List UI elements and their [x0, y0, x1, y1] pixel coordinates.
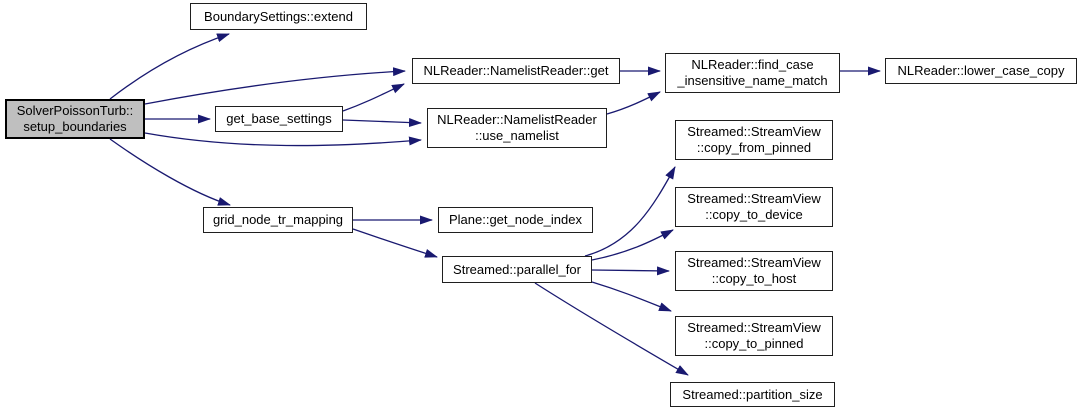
node-nlreader-namelistreader-use-namelist[interactable]: NLReader::NamelistReader ::use_namelist: [427, 108, 607, 148]
node-label: Streamed::StreamView: [687, 255, 821, 270]
node-label: setup_boundaries: [23, 119, 127, 134]
node-nlreader-namelistreader-get[interactable]: NLReader::NamelistReader::get: [412, 58, 620, 84]
edge-get-base-settings-to-nl-get: [342, 83, 405, 112]
node-label: get_base_settings: [226, 111, 332, 126]
edge-parallel-for-to-copy-from-pinned: [584, 166, 676, 257]
node-label: Streamed::StreamView: [687, 191, 821, 206]
edge-setup-boundaries-to-use-namelist: [144, 132, 422, 147]
node-label: Streamed::StreamView: [687, 124, 821, 139]
node-label: Streamed::parallel_for: [453, 261, 581, 277]
edge-grid-node-tr-mapping-to-parallel-for: [352, 228, 438, 258]
node-streamed-parallel-for[interactable]: Streamed::parallel_for: [442, 256, 592, 283]
node-boundarysettings-extend[interactable]: BoundarySettings::extend: [190, 3, 367, 30]
edge-setup-boundaries-to-extend: [109, 33, 230, 100]
node-streamed-partition-size[interactable]: Streamed::partition_size: [670, 382, 835, 407]
node-label: ::use_namelist: [475, 128, 559, 143]
node-label: NLReader::NamelistReader::get: [423, 63, 609, 78]
node-streamed-streamview-copy-to-device[interactable]: Streamed::StreamView ::copy_to_device: [675, 187, 833, 227]
edge-setup-boundaries-to-grid-node-tr-mapping: [109, 138, 231, 206]
node-streamed-streamview-copy-to-pinned[interactable]: Streamed::StreamView ::copy_to_pinned: [675, 316, 833, 356]
node-nlreader-lower-case-copy[interactable]: NLReader::lower_case_copy: [885, 58, 1077, 84]
node-label: ::copy_to_device: [705, 207, 803, 222]
node-label: Streamed::partition_size: [682, 386, 823, 402]
node-nlreader-find-case-insensitive-name-match[interactable]: NLReader::find_case _insensitive_name_ma…: [665, 53, 840, 93]
node-solverpoissonturb-setup-boundaries: SolverPoissonTurb:: setup_boundaries: [5, 99, 145, 139]
node-streamed-streamview-copy-to-host[interactable]: Streamed::StreamView ::copy_to_host: [675, 251, 833, 291]
edge-parallel-for-to-partition-size: [534, 282, 689, 376]
node-grid-node-tr-mapping[interactable]: grid_node_tr_mapping: [203, 207, 353, 233]
edge-setup-boundaries-to-nl-get: [144, 67, 406, 105]
node-get-base-settings[interactable]: get_base_settings: [215, 106, 343, 132]
node-streamed-streamview-copy-from-pinned[interactable]: Streamed::StreamView ::copy_from_pinned: [675, 120, 833, 160]
edge-parallel-for-to-copy-to-device: [591, 229, 674, 261]
node-label: BoundarySettings::extend: [204, 8, 353, 24]
edge-parallel-for-to-copy-to-host: [591, 266, 670, 276]
edge-get-base-settings-to-use-namelist: [342, 118, 422, 128]
node-label: grid_node_tr_mapping: [212, 212, 344, 227]
node-label: ::copy_to_host: [711, 271, 797, 286]
node-label: NLReader::NamelistReader: [437, 112, 597, 127]
node-label: ::copy_to_pinned: [704, 336, 804, 351]
node-label: ::copy_from_pinned: [696, 140, 812, 155]
node-label: _insensitive_name_match: [677, 73, 828, 88]
node-label: Plane::get_node_index: [448, 212, 582, 227]
node-label: NLReader::lower_case_copy: [897, 63, 1065, 78]
edge-use-namelist-to-find-case: [606, 91, 661, 115]
edge-parallel-for-to-copy-to-pinned: [591, 281, 672, 312]
node-label: Streamed::StreamView: [687, 320, 821, 335]
node-label: NLReader::find_case: [691, 57, 814, 72]
node-label: SolverPoissonTurb::: [16, 103, 134, 118]
node-plane-get-node-index[interactable]: Plane::get_node_index: [438, 207, 593, 233]
